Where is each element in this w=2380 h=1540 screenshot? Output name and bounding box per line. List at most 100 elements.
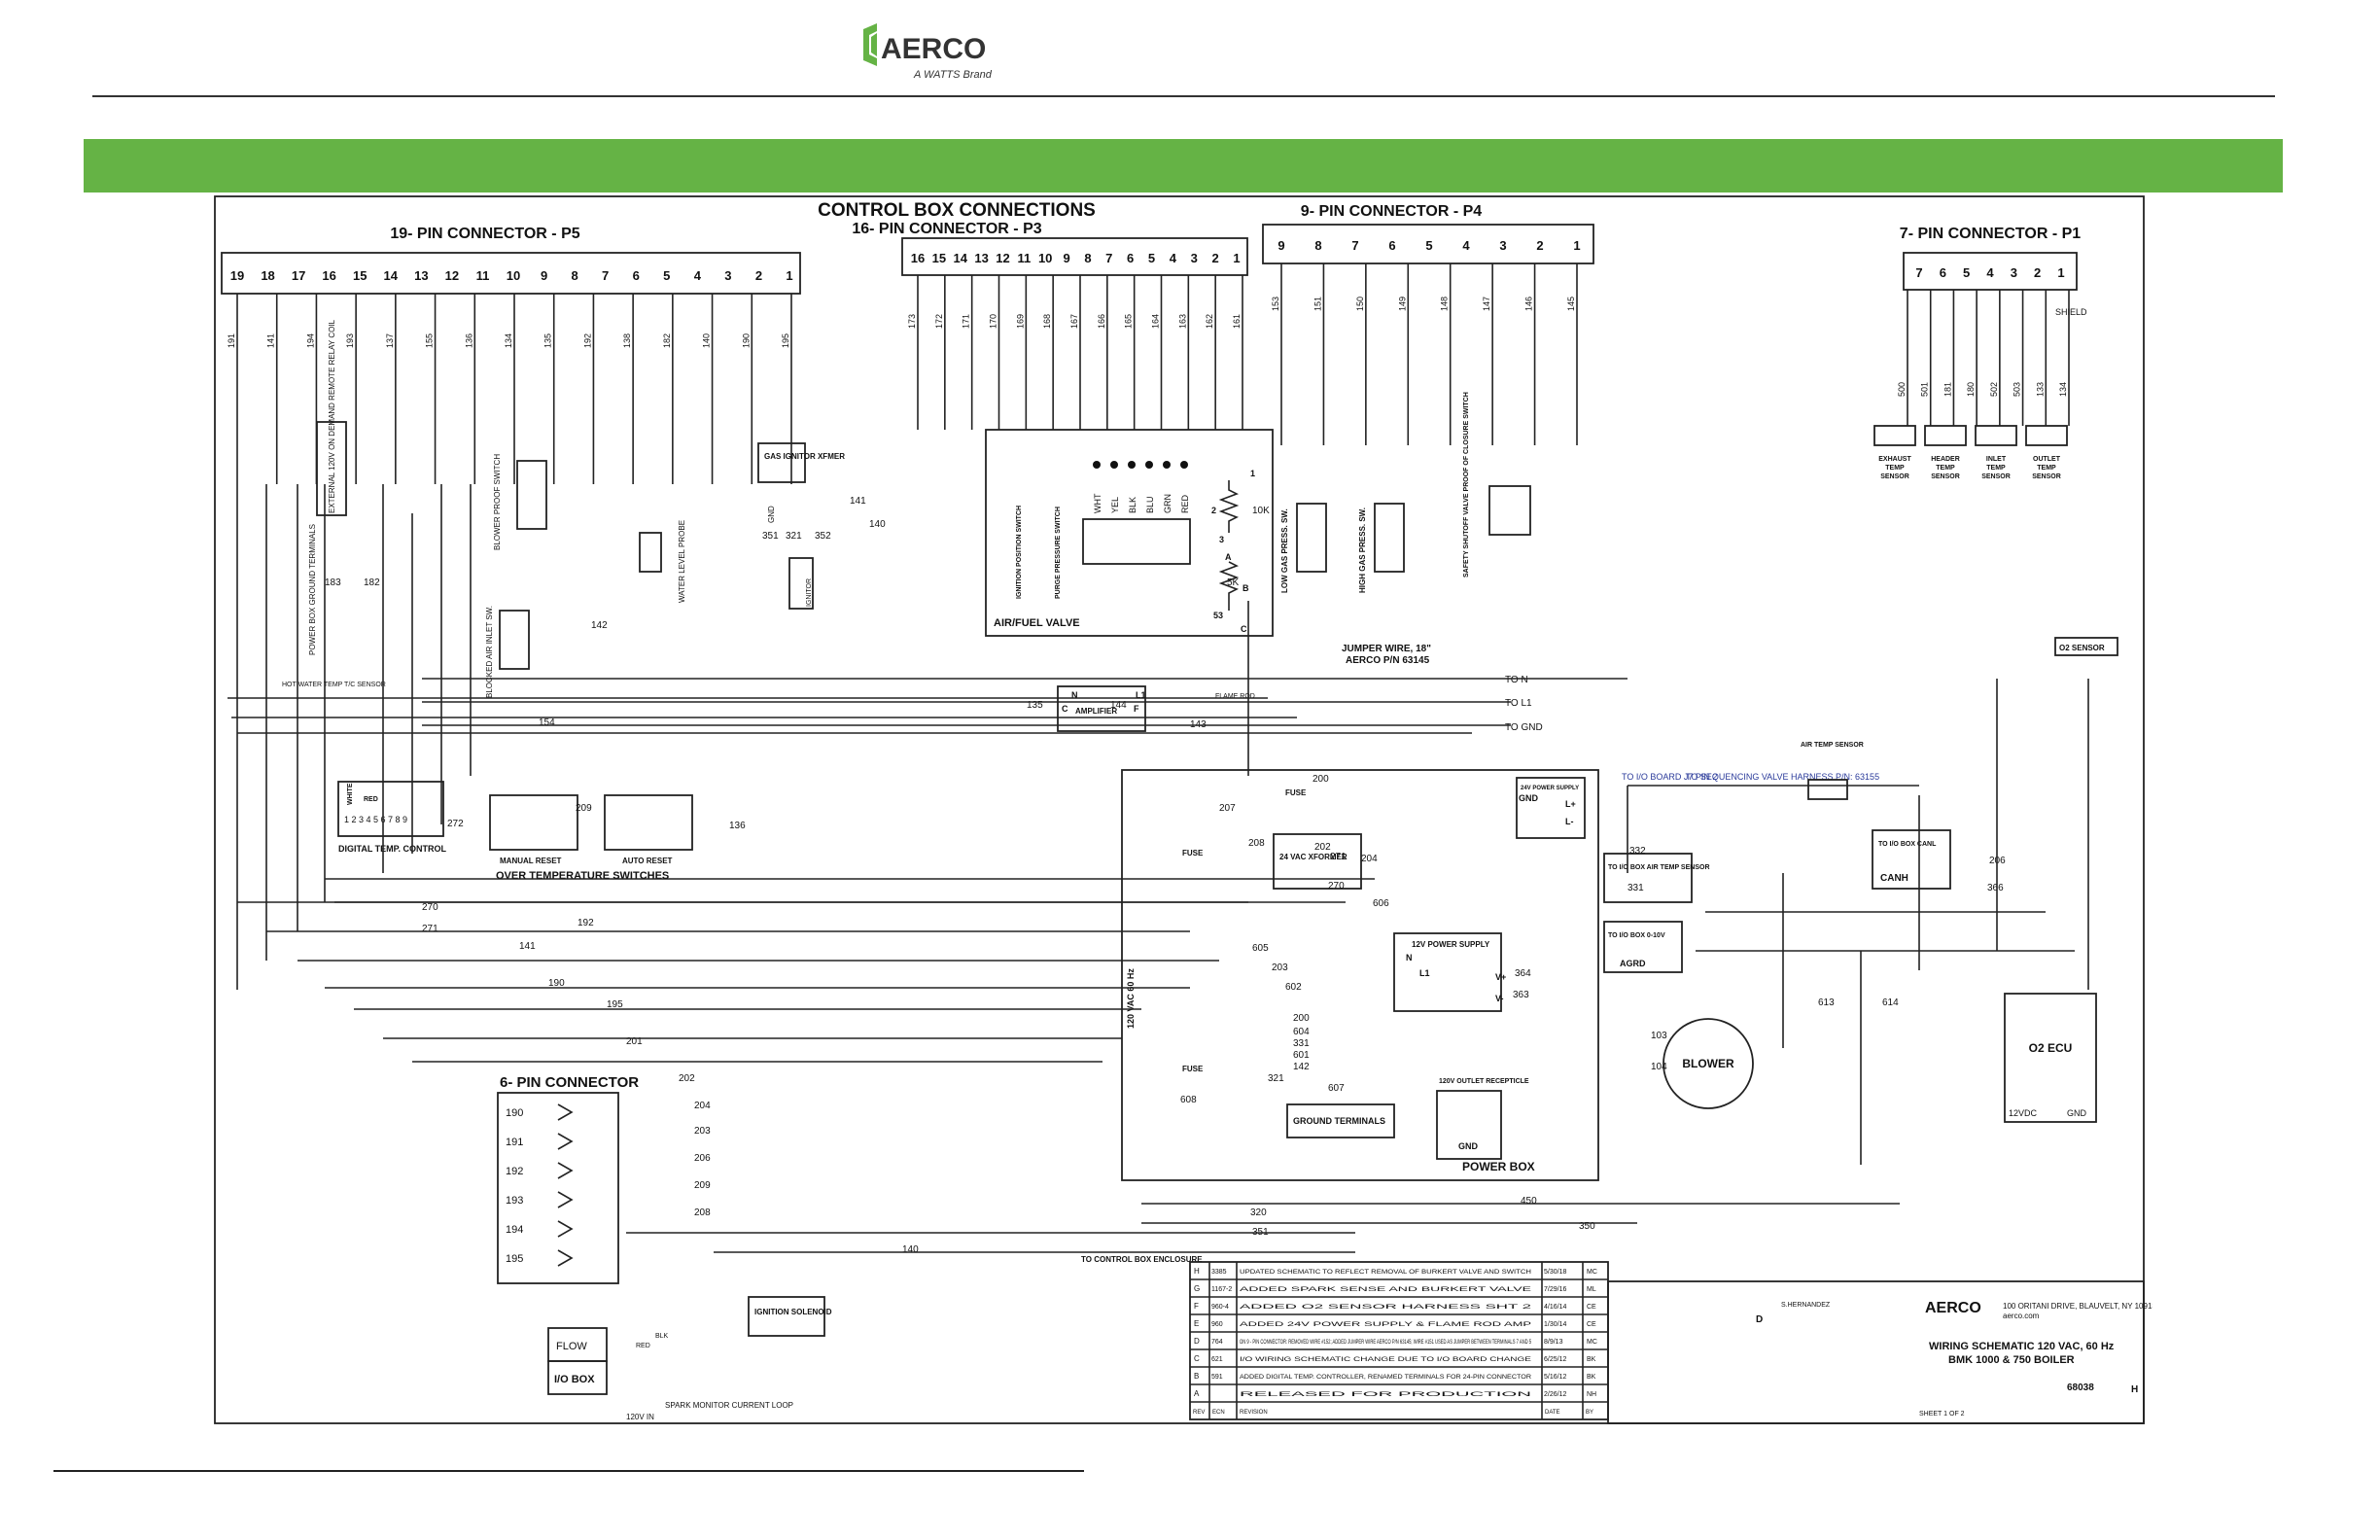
rev-letter: C [1194, 1354, 1200, 1363]
wire-color-label: RED [1180, 494, 1190, 513]
p5-pin: 9 [541, 268, 547, 283]
svg-text:5K: 5K [1227, 578, 1240, 588]
wire-label: 350 [1579, 1221, 1595, 1232]
aerco-mark-icon [863, 23, 877, 66]
high-gas-switch [1374, 503, 1405, 573]
wire-label: 613 [1818, 998, 1835, 1008]
wire-label: 331 [1628, 883, 1644, 893]
rev-date: 4/16/14 [1544, 1304, 1566, 1311]
heading-p5: 19- PIN CONNECTOR - P5 [390, 226, 579, 242]
svg-text:OVER TEMPERATURE SWITCHES: OVER TEMPERATURE SWITCHES [496, 870, 669, 882]
wire-label: 607 [1328, 1083, 1345, 1094]
blower-motor [1662, 1018, 1754, 1109]
wire-number: 140 [702, 333, 712, 348]
air-temp-sensor [1807, 779, 1848, 800]
connector-p3 [901, 237, 1248, 276]
pin-chevron [557, 1191, 574, 1208]
terminal-letter: V+ [1495, 972, 1506, 982]
rev-ecn: 960-4 [1211, 1304, 1229, 1311]
p1-pin: 3 [2011, 265, 2017, 280]
svg-text:RED: RED [636, 1343, 650, 1349]
p5-pin: 6 [633, 268, 640, 283]
wire-number: 182 [662, 333, 672, 348]
sensor-label: SENSOR [2032, 473, 2061, 480]
wire-label: 135 [1027, 700, 1043, 711]
six-pin-connector [497, 1092, 619, 1284]
rev-by: BK [1587, 1356, 1596, 1363]
rev-header: REVISION [1240, 1410, 1268, 1416]
svg-text:GAS IGNITOR XFMER: GAS IGNITOR XFMER [764, 452, 845, 461]
p5-pin: 12 [445, 268, 459, 283]
p3-pin: 7 [1105, 251, 1112, 265]
wire-number: 148 [1440, 297, 1450, 311]
title-block [1607, 1280, 2145, 1424]
svg-text:BLOWER PROOF SWITCH: BLOWER PROOF SWITCH [493, 454, 502, 550]
wire-label: 606 [1373, 898, 1389, 909]
svg-text:TO GND: TO GND [1505, 722, 1543, 733]
svg-text:WATER LEVEL PROBE: WATER LEVEL PROBE [678, 520, 686, 603]
p3-pin: 2 [1212, 251, 1219, 265]
svg-text:SHIELD: SHIELD [2055, 307, 2087, 317]
wire-label: 208 [1248, 838, 1265, 849]
wire-label: 142 [591, 620, 608, 631]
water-level-probe [639, 532, 662, 573]
svg-text:SHEET 1 OF 2: SHEET 1 OF 2 [1919, 1411, 1965, 1418]
rev-by: CE [1587, 1304, 1596, 1311]
sensor-label: SENSOR [1981, 473, 2011, 480]
pot-label: B [1242, 583, 1249, 593]
p3-pin: 4 [1170, 251, 1177, 265]
wire-label: 141 [850, 496, 866, 507]
auto-reset-switch [604, 794, 693, 851]
wire-number: 162 [1205, 314, 1214, 329]
svg-text:AGRD: AGRD [1620, 959, 1646, 968]
wire-label: 140 [902, 1244, 919, 1255]
p4-pin: 9 [1278, 238, 1284, 253]
blocked-air-inlet-switch [499, 610, 530, 670]
svg-text:O2 ECU: O2 ECU [2029, 1041, 2073, 1055]
footer-rule [53, 1470, 1084, 1472]
svg-text:IGNITION SOLENOID: IGNITION SOLENOID [754, 1308, 832, 1316]
wire-color-label: GRN [1163, 494, 1172, 513]
rev-desc: I/O WIRING SCHEMATIC CHANGE DUE TO I/O B… [1240, 1357, 1531, 1363]
terminal-letter: C [1062, 704, 1068, 714]
rev-header: ECN [1212, 1410, 1225, 1416]
wire-label: 140 [869, 519, 886, 530]
wire-number: 149 [1397, 297, 1407, 311]
p5-pin: 8 [571, 268, 578, 283]
wire-label: 614 [1882, 998, 1899, 1008]
six-pin-wire: 195 [506, 1253, 523, 1265]
svg-text:TO I/O BOX AIR TEMP SENSOR: TO I/O BOX AIR TEMP SENSOR [1608, 864, 1710, 871]
wire-number: 171 [962, 314, 971, 329]
svg-text:DIGITAL TEMP. CONTROL: DIGITAL TEMP. CONTROL [338, 844, 447, 854]
p5-pin: 7 [602, 268, 609, 283]
sensor-label: INLET [1986, 456, 2007, 463]
p5-pin: 18 [261, 268, 274, 283]
rev-ecn: 3385 [1211, 1269, 1227, 1276]
wire-number: 141 [266, 333, 276, 348]
wire-label: 321 [786, 531, 802, 542]
temp-sensor [2025, 425, 2068, 446]
pin-chevron [557, 1133, 574, 1150]
remote-relay-coil [316, 421, 347, 516]
svg-text:68038: 68038 [2067, 1382, 2094, 1393]
wire-number: 181 [1942, 382, 1952, 397]
wire-label: 136 [729, 821, 746, 831]
wire-number: 167 [1069, 314, 1079, 329]
ignitor [788, 557, 814, 610]
terminal-letter: GND [1519, 793, 1539, 803]
terminal-letter: N [1071, 690, 1078, 700]
amplifier [1057, 685, 1146, 732]
wire-label: 364 [1515, 968, 1531, 979]
wire-label: 104 [1651, 1062, 1667, 1072]
rev-letter: A [1194, 1389, 1200, 1398]
wire-label: 204 [1361, 854, 1378, 864]
wiring-schematic: CONTROL BOX CONNECTIONS 19- PIN CONNECTO… [214, 195, 2152, 1424]
pot-label: A [1225, 552, 1232, 562]
rev-ecn: 960 [1211, 1321, 1223, 1328]
svg-text:FLAME ROD: FLAME ROD [1215, 693, 1255, 700]
svg-text:BLOWER: BLOWER [1682, 1057, 1734, 1070]
svg-text:AMPLIFIER: AMPLIFIER [1075, 707, 1117, 716]
sensor-label: SENSOR [1880, 473, 1909, 480]
p5-pin: 2 [755, 268, 762, 283]
